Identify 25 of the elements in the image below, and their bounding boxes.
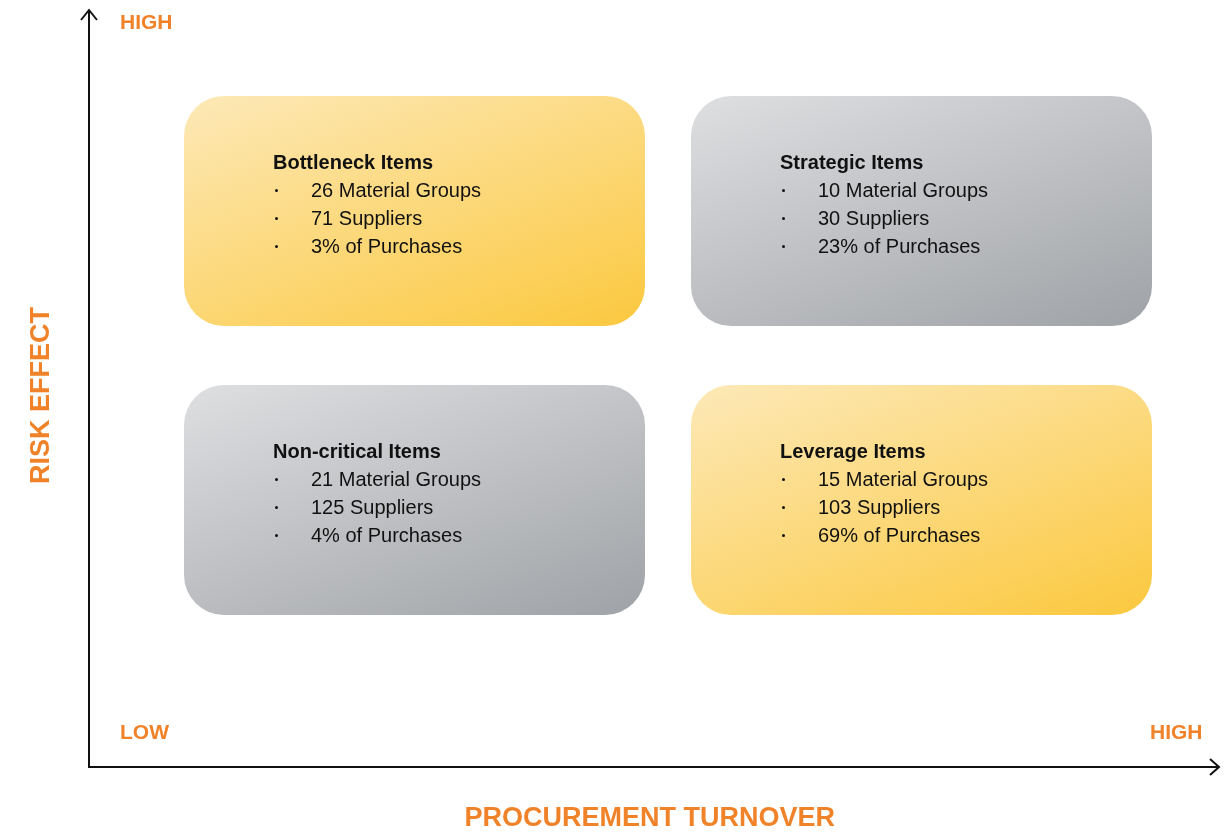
bullet-item: 23% of Purchases [818,234,981,259]
quadrant-card [184,385,645,615]
bullet-item: 15 Material Groups [818,467,989,492]
bullet-item: 125 Suppliers [311,495,434,520]
bullet-item: 69% of Purchases [818,523,981,548]
bullet-item: 10 Material Groups [818,178,989,203]
quadrant-card [691,96,1152,326]
quadrant-heading: Strategic Items [780,150,924,175]
bullet-item: 71 Suppliers [311,206,423,231]
bullet-item: 103 Suppliers [818,495,941,520]
axis-end-label: HIGH [120,10,173,34]
quadrant-card [184,96,645,326]
quadrant-card [691,385,1152,615]
bullet-item: 30 Suppliers [818,206,930,231]
axis-title: PROCUREMENT TURNOVER [464,802,835,833]
axis-end-label: HIGH [1150,720,1203,744]
bullet-item: 4% of Purchases [311,523,463,548]
bullet-item: 21 Material Groups [311,467,482,492]
axis-title: RISK EFFECT [24,306,56,484]
bullet-item: 3% of Purchases [311,234,463,259]
bullet-item: 26 Material Groups [311,178,482,203]
quadrant-heading: Non-critical Items [273,439,441,464]
axis-end-label: LOW [120,720,169,744]
quadrant-heading: Leverage Items [780,439,926,464]
quadrant-heading: Bottleneck Items [273,150,434,175]
